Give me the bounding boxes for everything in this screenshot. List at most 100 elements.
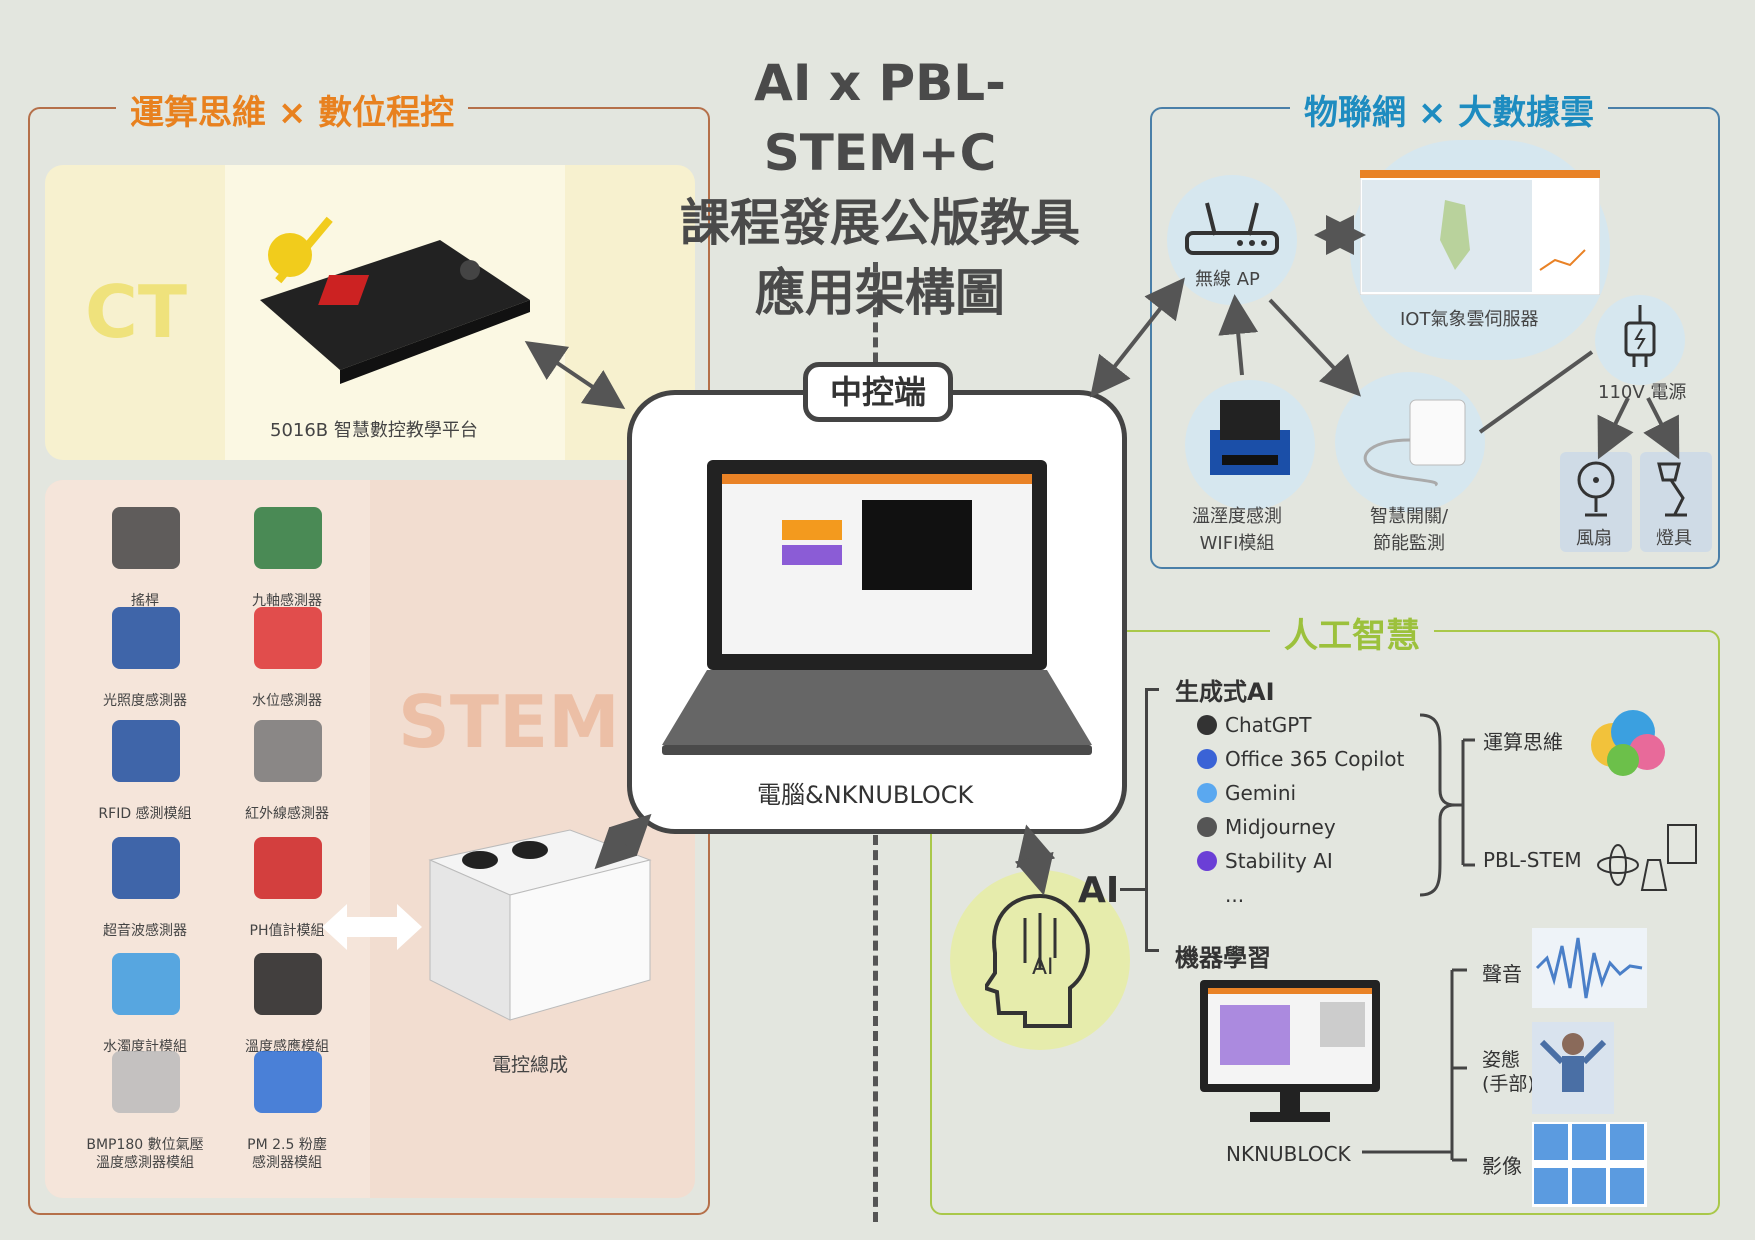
sensor-label: PM 2.5 粉塵 感測器模組 [247, 1137, 327, 1171]
pose-image [1532, 1022, 1614, 1114]
ml-title: 機器學習 [1175, 944, 1271, 972]
main-title-line2: 課程發展公版教具 [680, 194, 1080, 252]
ai-head-icon [985, 893, 1090, 1028]
arrow-platform-center [524, 341, 626, 409]
iot-section-title: 物聯網 × 大數據雲 [1290, 85, 1609, 134]
science-icon [1597, 824, 1697, 891]
ct-watermark: CT [85, 270, 187, 354]
wifi-sensor-label: 溫溼度感測 WIFI模組 [1192, 506, 1282, 554]
sensor-image [112, 1051, 180, 1113]
arrow-center-ap [1090, 277, 1185, 398]
ap-label: 無線 AP [1195, 269, 1260, 290]
sensor-image [112, 837, 180, 899]
sensor-image [112, 507, 180, 569]
arrow-sensors-controller [322, 904, 422, 950]
sensor-image [254, 607, 322, 669]
monitor-image [1200, 980, 1380, 1122]
sensor-label: RFID 感測模組 [98, 806, 192, 822]
main-title-line3: 應用架構圖 [755, 264, 1005, 322]
line-switch-power [1478, 350, 1594, 434]
sensor-image [254, 507, 322, 569]
arrow-power-lamp [1643, 397, 1680, 460]
gen-ai-logo-icon [1197, 749, 1217, 769]
ai-bracket [1145, 688, 1159, 952]
sensor-image [254, 1051, 322, 1113]
sensor-image [254, 720, 322, 782]
sensor-label: 九軸感測器 [252, 593, 322, 609]
ml-item-pose: 姿態 (手部) [1482, 1049, 1535, 1095]
gen-ai-item-label: Midjourney [1225, 815, 1336, 839]
outcomes-brace [1419, 713, 1475, 897]
router-icon [1185, 202, 1279, 255]
sensor-image [254, 953, 322, 1015]
brain-icon [1591, 710, 1665, 776]
left-section-title: 運算思維 × 數位程控 [116, 85, 469, 134]
gen-ai-title: 生成式AI [1175, 678, 1275, 706]
sensor-image [112, 607, 180, 669]
main-title: AI x PBL-STEM+C 課程發展公版教具 應用架構圖 [640, 48, 1120, 328]
gen-ai-item-label: ChatGPT [1225, 713, 1312, 737]
arrow-ap-switch [1268, 298, 1361, 397]
gen-ai-item: ... [1225, 883, 1244, 907]
platform-label: 5016B 智慧數控教學平台 [270, 420, 478, 441]
gen-ai-item: Midjourney [1197, 815, 1336, 839]
gen-ai-logo-icon [1197, 715, 1217, 735]
center-label: 電腦&NKNUBLOCK [757, 781, 974, 809]
ml-tree [1362, 968, 1467, 1162]
ai-connector [1120, 888, 1146, 891]
arrow-center-ai [1014, 824, 1056, 896]
outcome-computational-thinking: 運算思維 [1483, 730, 1563, 754]
power-plug-icon [1624, 305, 1656, 367]
platform-board-image [260, 216, 530, 384]
sensor-label: 水位感測器 [252, 693, 322, 709]
outcome-pbl-stem: PBL-STEM [1483, 848, 1582, 872]
gen-ai-item-label: Gemini [1225, 781, 1297, 805]
sensor-image [112, 953, 180, 1015]
dog-image-grid [1532, 1122, 1647, 1207]
gen-ai-item-label: Office 365 Copilot [1225, 747, 1405, 771]
sensor-label: 搖桿 [131, 593, 159, 609]
sensor-image [112, 720, 180, 782]
gen-ai-logo-icon [1197, 817, 1217, 837]
fan-icon [1577, 461, 1615, 517]
gen-ai-item: Gemini [1197, 781, 1296, 805]
server-map-image [1360, 170, 1600, 295]
sensor-label: 光照度感測器 [103, 693, 187, 709]
controller-label: 電控總成 [492, 1054, 569, 1076]
ml-item-image: 影像 [1482, 1154, 1522, 1178]
sensor-label: 紅外線感測器 [245, 806, 329, 822]
server-label: IOT氣象雲伺服器 [1400, 309, 1539, 330]
gen-ai-item-label: Stability AI [1225, 849, 1333, 873]
arrow-controller-center [594, 813, 652, 870]
lamp-tile [1640, 452, 1712, 552]
ml-label: NKNUBLOCK [1226, 1142, 1351, 1166]
gen-ai-item-label: ... [1225, 883, 1245, 907]
gen-ai-logo-icon [1197, 783, 1217, 803]
ai-head-text: AI [1032, 955, 1054, 980]
sensor-label: BMP180 數位氣壓 溫度感測器模組 [86, 1137, 204, 1171]
fan-label: 風扇 [1576, 528, 1612, 549]
lamp-icon [1657, 462, 1687, 517]
ai-badge: AI [1078, 870, 1120, 911]
gen-ai-item: Stability AI [1197, 849, 1333, 873]
power-label: 110V 電源 [1598, 382, 1687, 403]
laptop-image [662, 460, 1092, 755]
sensor-label: 超音波感測器 [103, 923, 187, 939]
smart-switch-label: 智慧開關/ 節能監測 [1370, 506, 1449, 554]
gen-ai-item: ChatGPT [1197, 713, 1312, 737]
sensor-image [254, 837, 322, 899]
wifi-sensor-image [1210, 400, 1290, 475]
gen-ai-logo-icon [1197, 851, 1217, 871]
smart-switch-image [1363, 399, 1466, 487]
arrow-sensor-ap [1218, 294, 1259, 376]
ai-section-title: 人工智慧 [1270, 608, 1434, 657]
arrow-power-fan [1597, 397, 1634, 460]
lamp-label: 燈具 [1656, 528, 1692, 549]
center-badge: 中控端 [803, 362, 953, 422]
main-title-line1: AI x PBL-STEM+C [754, 54, 1006, 182]
sound-wave-image [1532, 928, 1647, 1008]
ml-item-sound: 聲音 [1482, 962, 1522, 986]
gen-ai-item: Office 365 Copilot [1197, 747, 1404, 771]
stem-watermark: STEM [398, 680, 620, 764]
